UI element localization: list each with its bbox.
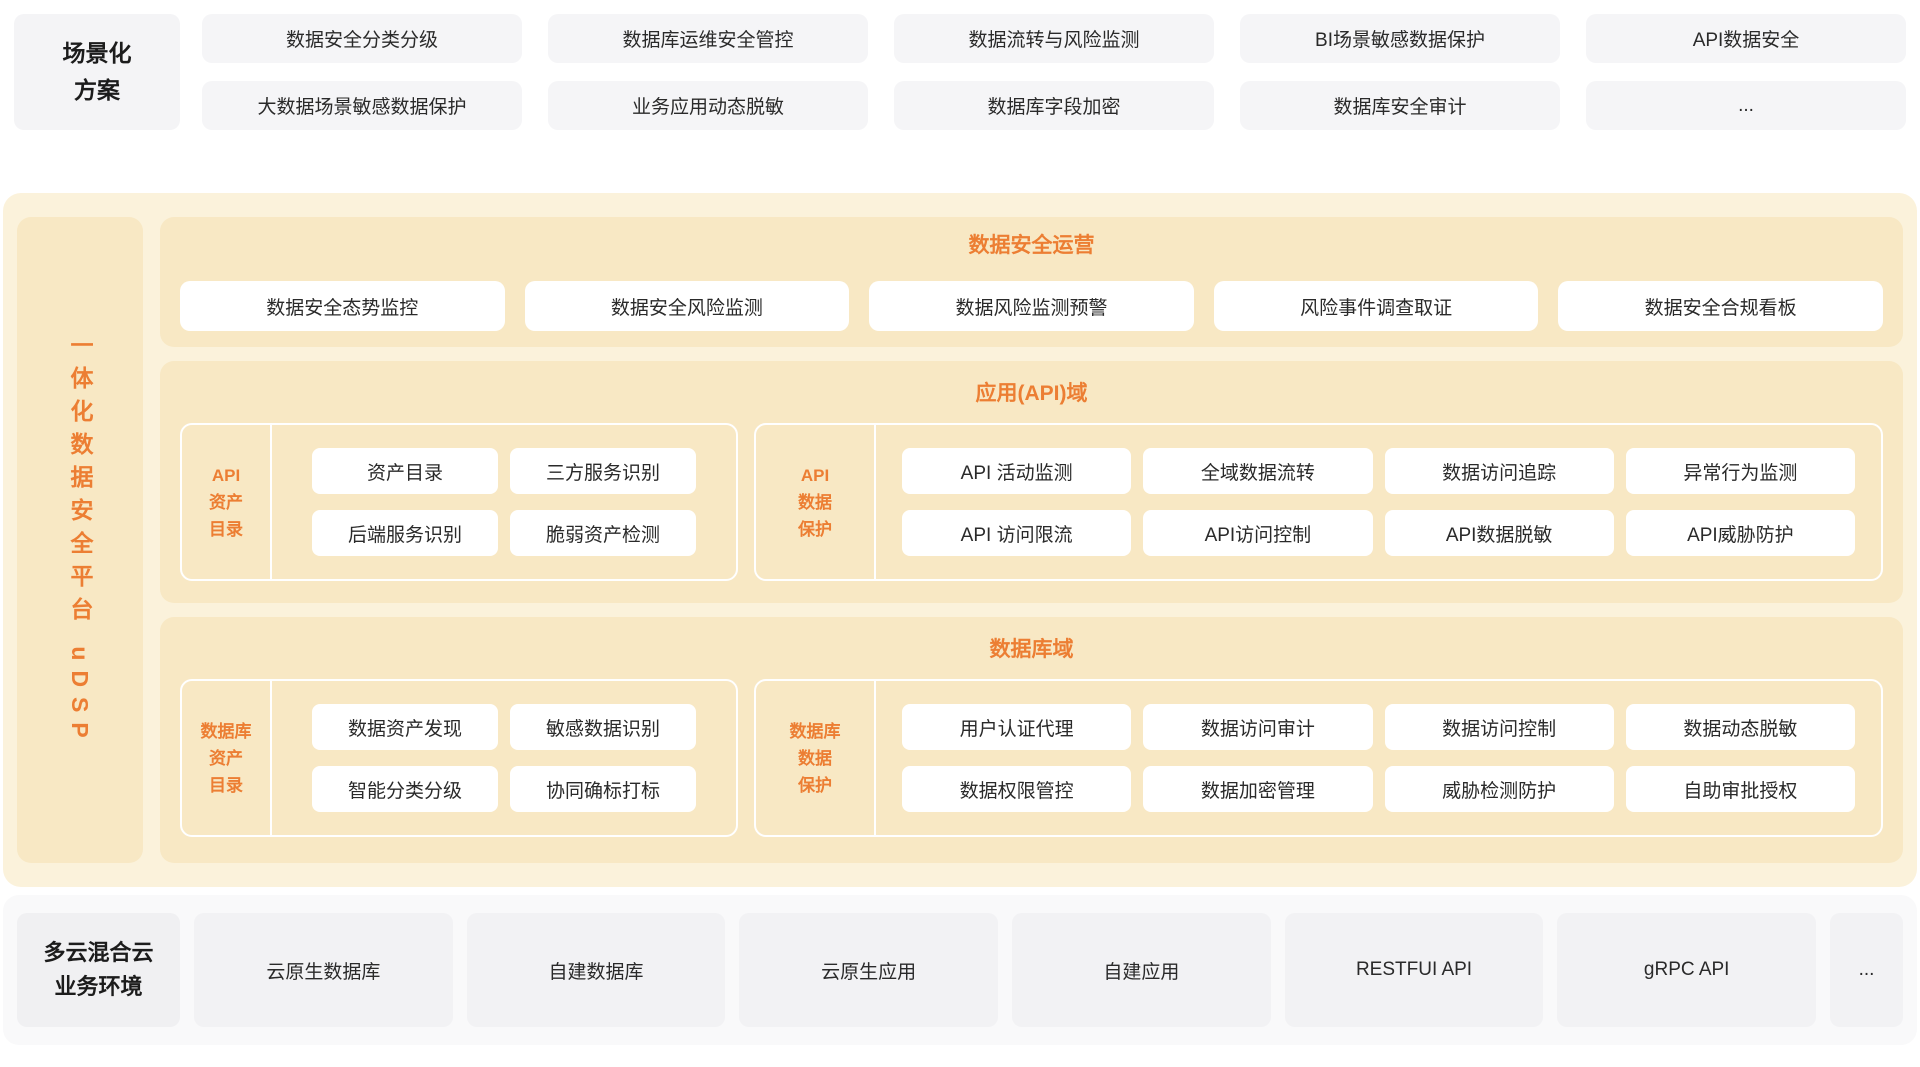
scenario-solution-box: 数据库安全审计: [1240, 81, 1560, 130]
capability-box: 异常行为监测: [1625, 448, 1855, 494]
capability-box: API 访问限流: [902, 510, 1132, 556]
db-data-protection-label-line1: 数据库: [789, 721, 841, 741]
db-data-protection-label-line3: 保护: [798, 775, 832, 795]
environment-band-label-line1: 多云混合云: [43, 940, 154, 965]
environment-box: 自建数据库: [466, 913, 726, 1027]
api-asset-catalog-group: API 资产 目录 资产目录 三方服务识别 后端服务识别 脆弱资产检测: [180, 423, 738, 581]
capability-box: API数据脱敏: [1384, 510, 1614, 556]
db-asset-catalog-label-line3: 目录: [209, 775, 243, 795]
udsp-platform-container: 一体化数据安全平台 uDSP 数据安全运营 数据安全态势监控 数据安全风险监测 …: [3, 193, 1917, 887]
scenario-band: 场景化 方案 数据安全分类分级 数据库运维安全管控 数据流转与风险监测 BI场景…: [14, 14, 1906, 130]
scenario-solution-box: 数据库字段加密: [894, 81, 1214, 130]
database-domain-title: 数据库域: [989, 638, 1074, 661]
capability-box: API威胁防护: [1625, 510, 1855, 556]
scenario-solution-box: BI场景敏感数据保护: [1240, 14, 1560, 63]
operations-section-title: 数据安全运营: [968, 234, 1095, 257]
capability-box: 敏感数据识别: [510, 704, 696, 750]
scenario-band-label-line2: 方案: [74, 77, 120, 103]
operations-row: 数据安全态势监控 数据安全风险监测 数据风险监测预警 风险事件调查取证 数据安全…: [180, 281, 1883, 331]
scenario-solution-box: 业务应用动态脱敏: [548, 81, 868, 130]
environment-band-label: 多云混合云 业务环境: [17, 913, 180, 1027]
api-domain-groups: API 资产 目录 资产目录 三方服务识别 后端服务识别 脆弱资产检测 API …: [180, 423, 1883, 581]
capability-box: 后端服务识别: [312, 510, 498, 556]
environment-box-more: ...: [1830, 913, 1904, 1027]
scenario-band-label-line1: 场景化: [62, 40, 132, 66]
api-data-protection-group: API 数据 保护 API 活动监测 全域数据流转 数据访问追踪 异常行为监测 …: [754, 423, 1883, 581]
scenario-solution-box: 大数据场景敏感数据保护: [202, 81, 522, 130]
capability-box: 三方服务识别: [510, 448, 696, 494]
api-data-protection-label: API 数据 保护: [756, 425, 876, 579]
udsp-vertical-title: 一体化数据安全平台 uDSP: [67, 332, 93, 748]
capability-box: API 活动监测: [902, 448, 1132, 494]
api-asset-catalog-label: API 资产 目录: [182, 425, 272, 579]
platform-sections: 数据安全运营 数据安全态势监控 数据安全风险监测 数据风险监测预警 风险事件调查…: [160, 217, 1903, 863]
capability-box: 资产目录: [312, 448, 498, 494]
api-data-protection-label-line1: API: [800, 465, 830, 485]
api-asset-catalog-items: 资产目录 三方服务识别 后端服务识别 脆弱资产检测: [272, 425, 736, 579]
environment-box: 云原生数据库: [194, 913, 453, 1027]
api-asset-catalog-label-line1: API: [211, 465, 241, 485]
scenario-solution-box: ...: [1586, 81, 1906, 130]
operation-capability-box: 风险事件调查取证: [1213, 281, 1539, 331]
capability-box: 数据访问追踪: [1384, 448, 1614, 494]
database-domain-groups: 数据库 资产 目录 数据资产发现 敏感数据识别 智能分类分级 协同确标打标 数据…: [180, 679, 1883, 837]
db-asset-catalog-label: 数据库 资产 目录: [182, 681, 272, 835]
db-asset-catalog-label-line1: 数据库: [200, 721, 252, 741]
capability-box: 脆弱资产检测: [510, 510, 696, 556]
environment-box: RESTFUI API: [1284, 913, 1544, 1027]
scenario-solution-box: API数据安全: [1586, 14, 1906, 63]
db-data-protection-items: 用户认证代理 数据访问审计 数据访问控制 数据动态脱敏 数据权限管控 数据加密管…: [876, 681, 1881, 835]
api-asset-catalog-label-line3: 目录: [209, 519, 243, 539]
capability-box: 数据动态脱敏: [1625, 704, 1855, 750]
capability-box: 数据访问审计: [1143, 704, 1373, 750]
capability-box: 数据资产发现: [312, 704, 498, 750]
capability-box: 智能分类分级: [312, 766, 498, 812]
section-database-domain: 数据库域 数据库 资产 目录 数据资产发现 敏感数据识别 智能分类分级 协同确标…: [160, 617, 1903, 863]
db-data-protection-label-line2: 数据: [798, 748, 832, 768]
scenario-band-label: 场景化 方案: [14, 14, 180, 130]
section-api-domain: 应用(API)域 API 资产 目录 资产目录 三方服务识别 后端服务识别 脆弱…: [160, 361, 1903, 603]
db-data-protection-label: 数据库 数据 保护: [756, 681, 876, 835]
api-asset-catalog-label-line2: 资产: [209, 492, 243, 512]
api-data-protection-label-line2: 数据: [798, 492, 832, 512]
scenario-solution-box: 数据安全分类分级: [202, 14, 522, 63]
environment-band-label-line2: 业务环境: [54, 974, 143, 999]
environment-box: 自建应用: [1012, 913, 1271, 1027]
environment-band: 多云混合云 业务环境 云原生数据库 自建数据库 云原生应用 自建应用 RESTF…: [3, 895, 1917, 1045]
environment-box: 云原生应用: [739, 913, 999, 1027]
section-data-security-operations: 数据安全运营 数据安全态势监控 数据安全风险监测 数据风险监测预警 风险事件调查…: [160, 217, 1903, 347]
db-asset-catalog-items: 数据资产发现 敏感数据识别 智能分类分级 协同确标打标: [272, 681, 736, 835]
operation-capability-box: 数据安全合规看板: [1558, 281, 1883, 331]
db-asset-catalog-label-line2: 资产: [209, 748, 243, 768]
db-asset-catalog-group: 数据库 资产 目录 数据资产发现 敏感数据识别 智能分类分级 协同确标打标: [180, 679, 738, 837]
operation-capability-box: 数据风险监测预警: [869, 281, 1194, 331]
operation-capability-box: 数据安全态势监控: [180, 281, 505, 331]
scenario-solution-box: 数据流转与风险监测: [894, 14, 1214, 63]
db-data-protection-group: 数据库 数据 保护 用户认证代理 数据访问审计 数据访问控制 数据动态脱敏 数据…: [754, 679, 1883, 837]
capability-box: API访问控制: [1143, 510, 1373, 556]
capability-box: 数据权限管控: [902, 766, 1132, 812]
udsp-vertical-title-box: 一体化数据安全平台 uDSP: [17, 217, 143, 863]
capability-box: 全域数据流转: [1143, 448, 1373, 494]
capability-box: 数据加密管理: [1143, 766, 1373, 812]
api-data-protection-items: API 活动监测 全域数据流转 数据访问追踪 异常行为监测 API 访问限流 A…: [876, 425, 1881, 579]
environment-box: gRPC API: [1557, 913, 1817, 1027]
api-data-protection-label-line3: 保护: [798, 519, 832, 539]
capability-box: 威胁检测防护: [1384, 766, 1614, 812]
scenario-grid: 数据安全分类分级 数据库运维安全管控 数据流转与风险监测 BI场景敏感数据保护 …: [202, 14, 1906, 130]
operation-capability-box: 数据安全风险监测: [524, 281, 850, 331]
capability-box: 协同确标打标: [510, 766, 696, 812]
capability-box: 用户认证代理: [902, 704, 1132, 750]
scenario-solution-box: 数据库运维安全管控: [548, 14, 868, 63]
capability-box: 自助审批授权: [1625, 766, 1855, 812]
capability-box: 数据访问控制: [1384, 704, 1614, 750]
api-domain-title: 应用(API)域: [975, 382, 1088, 405]
